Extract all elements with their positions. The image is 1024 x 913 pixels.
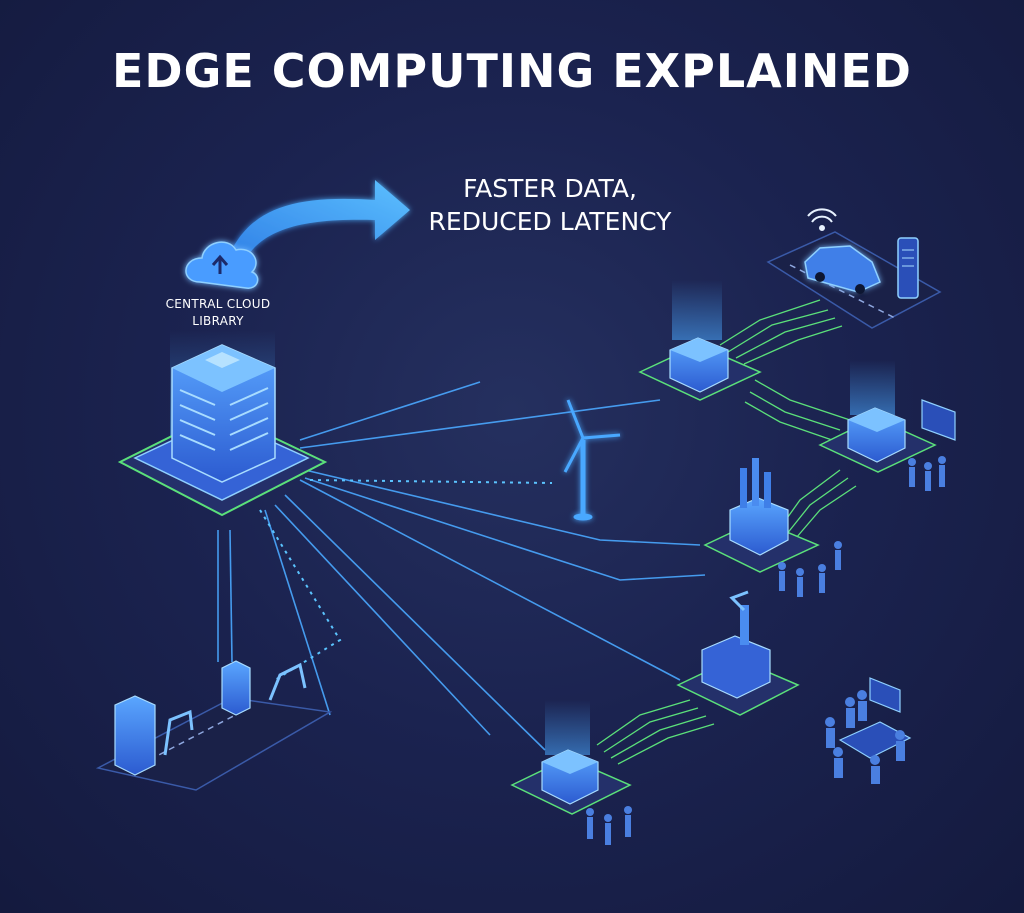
car-icon xyxy=(804,245,881,294)
person-icon xyxy=(586,456,946,845)
edge-node-upper xyxy=(638,280,762,401)
central-cloud-label-line-2: LIBRARY xyxy=(192,314,244,328)
tagline-line-2: REDUCED LATENCY xyxy=(428,207,672,236)
edge-links xyxy=(596,299,857,765)
team-meeting-group xyxy=(825,677,912,784)
central-cloud-label: CENTRAL CLOUD LIBRARY xyxy=(148,296,288,330)
robot-arm-icon xyxy=(268,590,749,701)
dashboard-icon xyxy=(921,399,956,441)
factory-icon xyxy=(676,605,800,716)
tagline-line-1: FASTER DATA, xyxy=(463,174,637,203)
server-rack-icon xyxy=(114,660,251,776)
wind-turbine-icon xyxy=(563,399,621,521)
phone-icon xyxy=(897,237,919,299)
central-cloud-tower xyxy=(117,330,328,517)
edge-node-factory-middle xyxy=(703,458,820,573)
hub-dashed-connections xyxy=(259,479,553,681)
arrow-icon xyxy=(228,180,410,262)
factory-floor-platform xyxy=(95,697,333,791)
hub-connections xyxy=(217,381,706,751)
page-title: EDGE COMPUTING EXPLAINED xyxy=(111,44,912,98)
edge-node-bottom xyxy=(510,700,632,815)
central-cloud-label-line-1: CENTRAL CLOUD xyxy=(165,297,271,311)
robot-arm-icon xyxy=(163,709,194,756)
edge-node-right xyxy=(818,360,937,473)
cloud-upload-icon xyxy=(185,241,259,289)
wifi-icon xyxy=(807,208,837,231)
latency-tagline: FASTER DATA, REDUCED LATENCY xyxy=(400,172,700,238)
